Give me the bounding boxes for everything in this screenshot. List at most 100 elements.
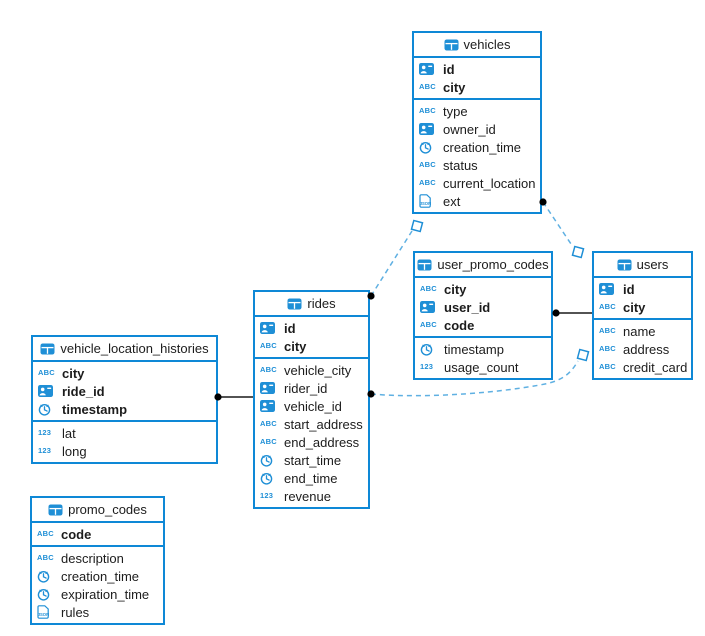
relationship-endpoint-square <box>571 245 585 259</box>
field-name: city <box>444 281 467 297</box>
field-rides-id[interactable]: id <box>255 319 368 337</box>
field-name: id <box>623 281 635 297</box>
text-type-icon: ABC <box>260 419 277 429</box>
table-header-vehicle_location_histories[interactable]: vehicle_location_histories <box>33 337 216 362</box>
field-name: type <box>443 103 468 119</box>
field-name: long <box>62 443 87 459</box>
id-badge-icon <box>260 400 280 412</box>
field-name: owner_id <box>443 121 496 137</box>
text-type-icon: ABC <box>419 106 436 116</box>
field-name: current_location <box>443 175 536 191</box>
table-title: vehicle_location_histories <box>60 341 209 356</box>
table-header-vehicles[interactable]: vehicles <box>414 33 540 58</box>
text-type-icon: ABC <box>599 362 616 372</box>
field-vehicle_location_histories-long[interactable]: 123 long <box>33 442 216 460</box>
id-badge-icon <box>420 301 440 313</box>
text-type-icon: ABC <box>37 553 54 563</box>
table-header-users[interactable]: users <box>594 253 691 278</box>
field-name: ext <box>443 193 461 209</box>
field-users-id[interactable]: id <box>594 280 691 298</box>
field-name: end_time <box>284 470 338 486</box>
number-type-icon: 123 <box>38 446 52 456</box>
field-rides-end_address[interactable]: ABC end_address <box>255 433 368 451</box>
field-vehicle_location_histories-ride_id[interactable]: ride_id <box>33 382 216 400</box>
field-name: ride_id <box>62 383 105 399</box>
field-name: start_address <box>284 416 363 432</box>
field-vehicles-owner_id[interactable]: owner_id <box>414 120 540 138</box>
table-icon <box>444 39 459 51</box>
relationship-line-vehicles-users[interactable] <box>542 201 574 248</box>
field-name: end_address <box>284 434 360 450</box>
table-header-user_promo_codes[interactable]: user_promo_codes <box>415 253 551 278</box>
field-promo_codes-creation_time[interactable]: creation_time <box>32 567 163 585</box>
field-name: creation_time <box>443 139 522 155</box>
field-user_promo_codes-timestamp[interactable]: timestamp <box>415 340 551 358</box>
text-type-icon: ABC <box>38 368 55 378</box>
timestamp-type-icon <box>37 570 57 583</box>
field-rides-start_address[interactable]: ABC start_address <box>255 415 368 433</box>
field-rides-rider_id[interactable]: rider_id <box>255 379 368 397</box>
text-type-icon: ABC <box>260 437 277 447</box>
timestamp-type-icon <box>37 588 57 601</box>
field-vehicles-id[interactable]: id <box>414 60 540 78</box>
relationship-endpoint-square <box>576 348 590 362</box>
table-header-rides[interactable]: rides <box>255 292 368 317</box>
field-name: lat <box>62 425 76 441</box>
field-name: rider_id <box>284 380 328 396</box>
field-vehicles-creation_time[interactable]: creation_time <box>414 138 540 156</box>
text-type-icon: ABC <box>599 344 616 354</box>
field-name: usage_count <box>444 359 519 375</box>
field-rides-start_time[interactable]: start_time <box>255 451 368 469</box>
field-rides-vehicle_id[interactable]: vehicle_id <box>255 397 368 415</box>
svg-text:JSON: JSON <box>38 612 49 617</box>
field-name: city <box>623 299 646 315</box>
field-user_promo_codes-user_id[interactable]: user_id <box>415 298 551 316</box>
table-icon <box>417 259 432 271</box>
json-type-icon: JSON <box>37 605 57 619</box>
table-header-promo_codes[interactable]: promo_codes <box>32 498 163 523</box>
field-vehicles-type[interactable]: ABC type <box>414 102 540 120</box>
table-title: rides <box>307 296 336 311</box>
field-rides-end_time[interactable]: end_time <box>255 469 368 487</box>
table-icon <box>48 504 63 516</box>
id-badge-icon <box>260 382 280 394</box>
relationship-line-rides-vehicles[interactable] <box>370 230 413 297</box>
field-promo_codes-expiration_time[interactable]: expiration_time <box>32 585 163 603</box>
field-vehicle_location_histories-timestamp[interactable]: timestamp <box>33 400 216 418</box>
text-type-icon: ABC <box>260 365 277 375</box>
